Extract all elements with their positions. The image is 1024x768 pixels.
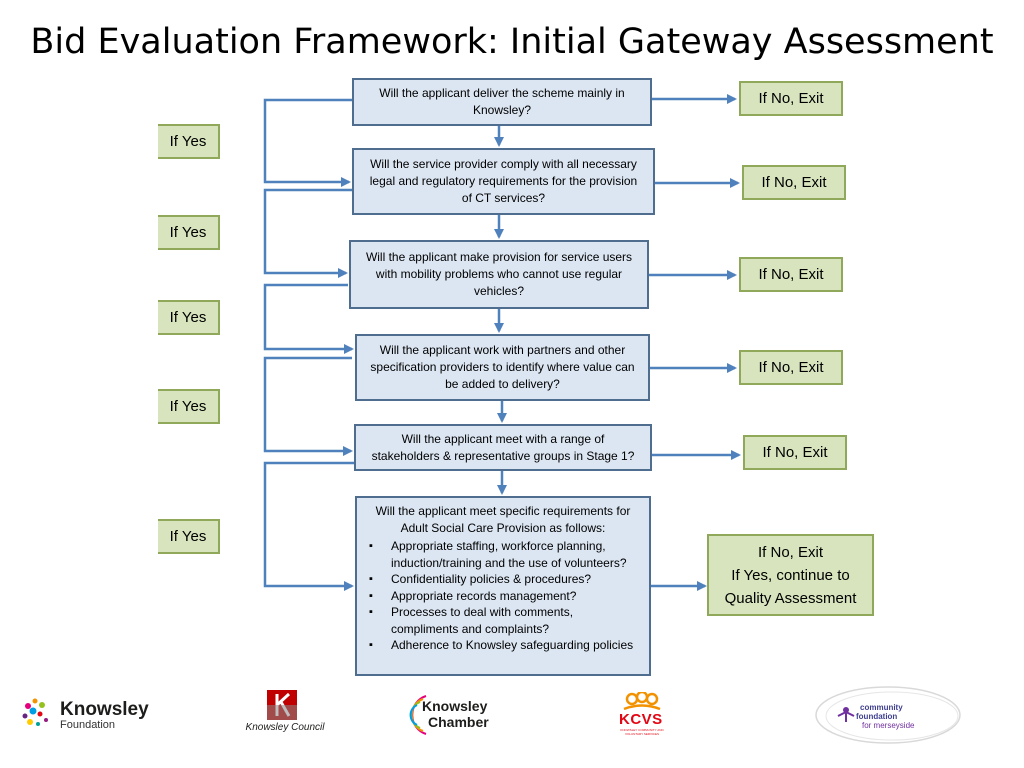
community-foundation-logo: community foundation for merseyside	[812, 682, 964, 748]
final-outcome-line-3: Quality Assessment	[724, 589, 857, 607]
question-box-6: Will the applicant meet specific require…	[355, 496, 651, 676]
requirement-item: Confidentiality policies & procedures?	[365, 571, 641, 588]
final-outcome-line-2: If Yes, continue to	[731, 566, 850, 584]
question-2-line-2: legal and regulatory requirements for th…	[369, 174, 638, 188]
kcvs-logo: KCVS KNOWSLEY COMMUNITY AND VOLUNTARY SE…	[616, 692, 668, 738]
exit-box-3: If No, Exit	[739, 257, 843, 292]
knowsley-chamber-line-2: Chamber	[428, 714, 489, 730]
exit-box-2: If No, Exit	[742, 165, 846, 200]
question-box-1: Will the applicant deliver the scheme ma…	[352, 78, 652, 126]
final-outcome-line-1: If No, Exit	[757, 543, 824, 561]
question-box-5: Will the applicant meet with a range of …	[354, 424, 652, 471]
requirement-item: Appropriate staffing, workforce planning…	[365, 538, 641, 571]
yes-box-5: If Yes	[158, 519, 220, 554]
question-2-line-3: of CT services?	[461, 191, 546, 205]
yes-loop-q2	[263, 188, 352, 278]
yes-loop-q1	[263, 98, 352, 187]
question-5-line-1: Will the applicant meet with a range of	[401, 431, 605, 446]
requirements-list: Appropriate staffing, workforce planning…	[365, 538, 641, 654]
knowsley-foundation-logo: Knowsley Foundation	[20, 696, 150, 736]
requirement-item: Appropriate records management?	[365, 588, 641, 605]
knowsley-chamber-line-1: Knowsley	[422, 698, 488, 714]
yes-loop-q3	[263, 283, 354, 354]
question-6-intro-line-1: Will the applicant meet specific require…	[375, 504, 631, 518]
yes-box-4: If Yes	[158, 389, 220, 424]
community-foundation-line-1: community	[860, 703, 903, 712]
community-foundation-ellipse-icon	[815, 686, 961, 744]
question-3-line-1: Will the applicant make provision for se…	[365, 250, 633, 264]
yes-box-2: If Yes	[158, 215, 220, 250]
kcvs-figures-icon	[623, 692, 661, 711]
exit-box-1: If No, Exit	[739, 81, 843, 116]
question-box-4: Will the applicant work with partners an…	[355, 334, 650, 401]
chamber-arc-icon	[409, 695, 427, 735]
exit-box-4: If No, Exit	[739, 350, 843, 385]
requirement-item: Adherence to Knowsley safeguarding polic…	[365, 637, 641, 654]
kcvs-subtitle: KNOWSLEY COMMUNITY AND VOLUNTARY SERVICE…	[620, 728, 664, 736]
question-1-line-1: Will the applicant deliver the scheme ma…	[379, 86, 625, 100]
foundation-dots-icon	[22, 698, 48, 726]
council-emblem-icon	[267, 690, 297, 720]
knowsley-foundation-sub: Foundation	[60, 719, 116, 731]
knowsley-council-logo: Knowsley Council	[240, 690, 330, 736]
kcvs-name: KCVS	[619, 711, 663, 728]
question-3-line-2: with mobility problems who cannot use re…	[375, 267, 623, 281]
question-5-line-2: stakeholders & representative groups in …	[371, 448, 635, 463]
final-outcome-box: If No, Exit If Yes, continue to Quality …	[707, 534, 874, 616]
question-4-line-2: specification providers to identify wher…	[370, 360, 635, 374]
question-2-line-1: Will the service provider comply with al…	[370, 157, 637, 171]
question-4-line-3: be added to delivery?	[445, 377, 560, 391]
community-foundation-line-2: foundation	[856, 712, 898, 721]
question-3-line-3: vehicles?	[473, 284, 524, 298]
slide-title: Bid Evaluation Framework: Initial Gatewa…	[30, 22, 994, 62]
question-6-intro-line-2: Adult Social Care Provision as follows:	[400, 520, 606, 535]
yes-loop-q4	[263, 356, 353, 456]
requirement-item: Processes to deal with comments, complim…	[365, 604, 641, 637]
question-4-line-1: Will the applicant work with partners an…	[379, 343, 626, 357]
question-box-3: Will the applicant make provision for se…	[349, 240, 649, 309]
exit-box-5: If No, Exit	[743, 435, 847, 470]
knowsley-chamber-logo: Knowsley Chamber	[404, 692, 494, 740]
question-box-2: Will the service provider comply with al…	[352, 148, 655, 215]
question-1-line-2: Knowsley?	[472, 103, 531, 117]
knowsley-foundation-name: Knowsley	[60, 699, 149, 720]
yes-box-3: If Yes	[158, 300, 220, 335]
knowsley-council-name: Knowsley Council	[245, 722, 325, 733]
question-6-intro: Will the applicant meet specific require…	[365, 503, 641, 536]
yes-loop-q5	[263, 461, 354, 591]
yes-box-1: If Yes	[158, 124, 220, 159]
community-foundation-line-3: for merseyside	[862, 721, 915, 730]
